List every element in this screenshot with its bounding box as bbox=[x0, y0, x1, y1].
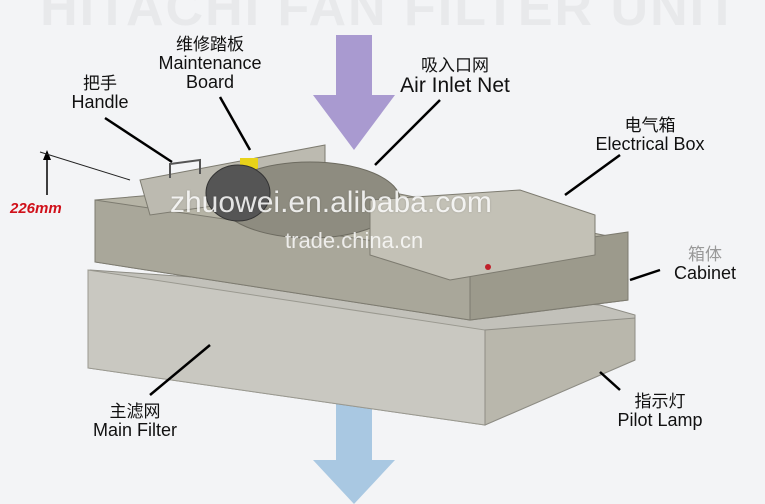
label-cn: 指示灯 bbox=[634, 392, 686, 411]
watermark-secondary: trade.china.cn bbox=[285, 228, 424, 253]
leader-lines bbox=[104, 96, 661, 396]
label-electrical-box: 电气箱 Electrical Box bbox=[580, 117, 720, 154]
label-cn: 箱体 bbox=[688, 245, 722, 264]
label-en: Main Filter bbox=[92, 419, 177, 440]
label-air-inlet-net: 吸入口网 Air Inlet Net bbox=[380, 57, 530, 97]
label-maintenance-board: 维修踏板 Maintenance Board bbox=[150, 36, 270, 92]
label-en: Electrical Box bbox=[595, 133, 705, 154]
watermark-primary: zhuowei.en.alibaba.com bbox=[170, 186, 492, 219]
handle bbox=[169, 158, 201, 178]
label-handle: 把手 Handle bbox=[60, 75, 140, 112]
title-text: HITACHI FAN FILTER UNIT bbox=[40, 0, 740, 37]
label-en: Board bbox=[185, 71, 235, 92]
label-cn: 把手 bbox=[83, 74, 117, 93]
label-en: Cabinet bbox=[673, 262, 737, 283]
air-outlet-arrow bbox=[313, 402, 395, 504]
label-pilot-lamp: 指示灯 Pilot Lamp bbox=[600, 393, 720, 430]
label-cn: 电气箱 bbox=[624, 116, 676, 135]
label-cn: 主滤网 bbox=[109, 402, 161, 421]
label-en: Pilot Lamp bbox=[617, 409, 703, 430]
air-inlet-arrow bbox=[313, 35, 395, 150]
label-cn: 维修踏板 bbox=[176, 35, 244, 54]
electrical-box bbox=[369, 189, 596, 281]
pilot-lamp bbox=[485, 264, 491, 270]
label-main-filter: 主滤网 Main Filter bbox=[80, 403, 190, 440]
label-cabinet: 箱体 Cabinet bbox=[665, 246, 745, 283]
height-dimension: 226mm bbox=[10, 200, 62, 217]
label-en: Handle bbox=[71, 91, 129, 112]
label-en: Maintenance bbox=[158, 52, 262, 73]
label-cn: 吸入口网 bbox=[421, 56, 489, 75]
label-en: Air Inlet Net bbox=[400, 73, 510, 97]
fan-grille bbox=[205, 164, 271, 222]
